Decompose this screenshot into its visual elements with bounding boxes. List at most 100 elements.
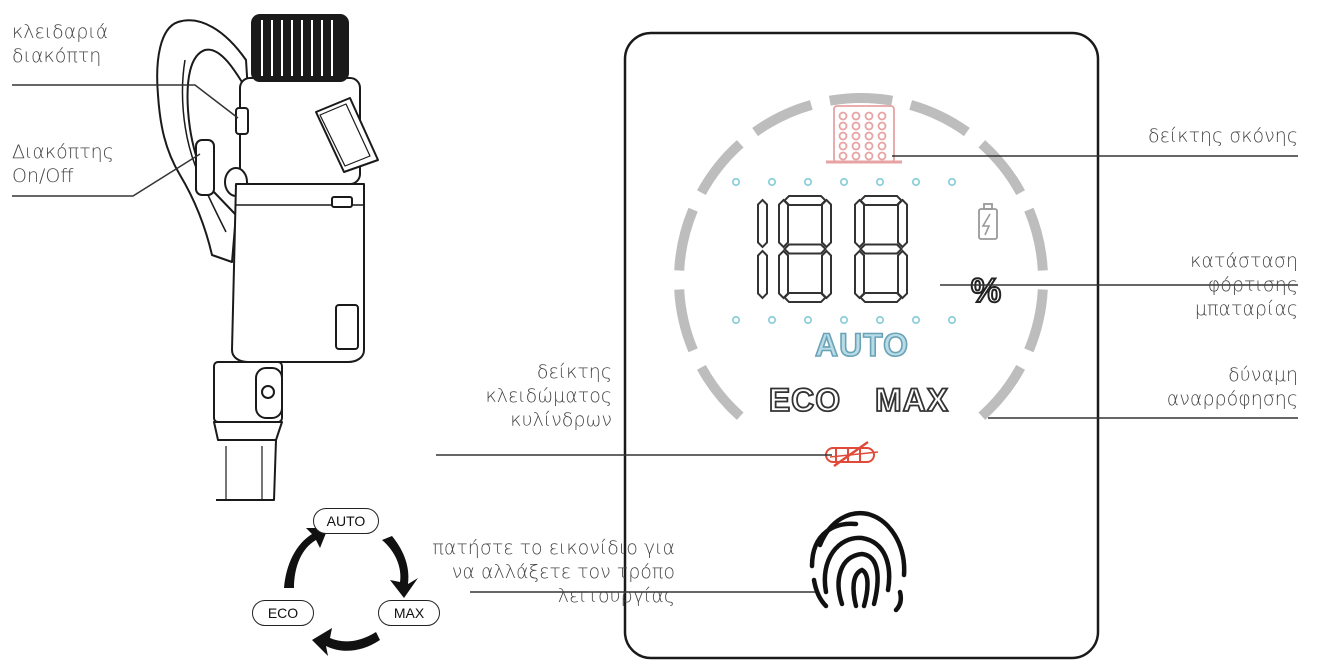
ring-segment [1024,289,1048,353]
label-line: κατάσταση [1190,250,1298,272]
digit-segment [783,195,827,206]
label-line: αναρρόφησης [1166,388,1298,410]
digit-segment [897,198,908,249]
dust-dot [864,131,874,141]
display-panel [623,31,1100,660]
indicator-dot [875,177,885,187]
digit-segment [854,198,865,249]
digit-segment [757,249,768,300]
dust-dot [838,111,848,121]
leader-lines [12,84,1298,593]
label-line: κλειδώματος [485,385,612,407]
indicator-dot [731,315,741,325]
label-line: Διακόπτης [12,141,114,163]
auto-mode-label: AUTO [815,327,909,363]
dust-dot [877,111,887,121]
dust-dot [838,151,848,161]
dust-indicator-label: δείκτης σκόνης [1148,124,1298,148]
label-line: On/Off [12,165,74,187]
ring-segment [978,364,1025,420]
ring-segment [697,364,744,420]
label-line: λειτουργίας [557,585,675,607]
mode-pill-eco: ECO [252,600,314,626]
label-line: δείκτης σκόνης [1148,125,1298,147]
dust-dot [877,121,887,131]
power-switch-label: Διακόπτης On/Off [12,140,114,188]
indicator-dot [767,315,777,325]
dust-dot [851,151,861,161]
digit-segment [778,198,789,249]
indicator-dot [947,315,957,325]
label-line: να αλλάξετε τον τρόπο [451,561,675,583]
ring-segment [828,93,894,106]
dust-indicator-icon [826,105,902,164]
label-line: φόρτισης [1207,274,1298,296]
dust-dot [838,141,848,151]
fingerprint-icon[interactable] [809,510,907,613]
ring-segment [674,289,698,353]
indicator-dot [911,315,921,325]
digit-segment [821,249,832,300]
dust-dot [838,131,848,141]
dust-dot [864,151,874,161]
battery-icon [978,203,998,240]
mode-pill-max: MAX [378,600,440,626]
mode-cycle-arrows [284,528,418,656]
dust-dot [864,111,874,121]
indicator-dot [839,315,849,325]
max-mode-label: MAX [875,382,949,418]
label-line: πατήστε το εικονίδιο για [432,537,675,559]
ring-segment [752,100,813,137]
indicator-dot [911,177,921,187]
indicator-dot [875,315,885,325]
digit-segment [897,249,908,300]
ring-segment [909,100,970,137]
dust-dot [851,131,861,141]
digit-segment [859,195,903,206]
seven-segment-digits [757,195,908,303]
digit-segment [821,198,832,249]
label-line: διακόπτη [12,45,102,67]
indicator-dot [767,177,777,187]
label-line: δύναμη [1228,364,1298,386]
eco-mode-label: ECO [769,382,841,418]
label-line: κυλίνδρων [510,409,612,431]
roller-lock-indicator-label: δείκτης κλειδώματος κυλίνδρων [485,360,612,432]
indicator-dot [947,177,957,187]
press-icon-instruction: πατήστε το εικονίδιο για να αλλάξετε τον… [432,536,675,608]
digit-segment [778,249,789,300]
dust-dot [851,111,861,121]
ring-segment [674,207,698,271]
label-line: κλειδαριά [12,21,109,43]
indicator-dot [839,177,849,187]
power-ring [674,93,1048,420]
dust-dot [864,141,874,151]
digit-segment [783,243,827,255]
indicator-dots-top [731,177,957,187]
dust-dot [877,141,887,151]
mode-pill-auto: AUTO [313,508,379,534]
battery-status-label: κατάσταση φόρτισης μπαταρίας [1190,249,1298,321]
dust-dot [877,151,887,161]
suction-power-label: δύναμη αναρρόφησης [1167,363,1298,411]
indicator-dot [803,315,813,325]
digit-segment [859,292,903,303]
indicator-dot [803,177,813,187]
dust-dot [851,141,861,151]
indicator-dots-bottom [731,315,957,325]
digit-segment [757,198,768,249]
dust-dot [864,121,874,131]
ring-segment [1024,207,1048,271]
ring-segment [697,140,744,196]
dust-dot [851,121,861,131]
ring-segment [978,140,1025,196]
dust-dot [877,131,887,141]
label-line: μπαταρίας [1194,298,1298,320]
vacuum-cleaner-illustration [156,14,379,501]
dust-dot [838,121,848,131]
percent-sign: % [971,272,1001,310]
label-line: δείκτης [536,361,612,383]
digit-segment [854,249,865,300]
